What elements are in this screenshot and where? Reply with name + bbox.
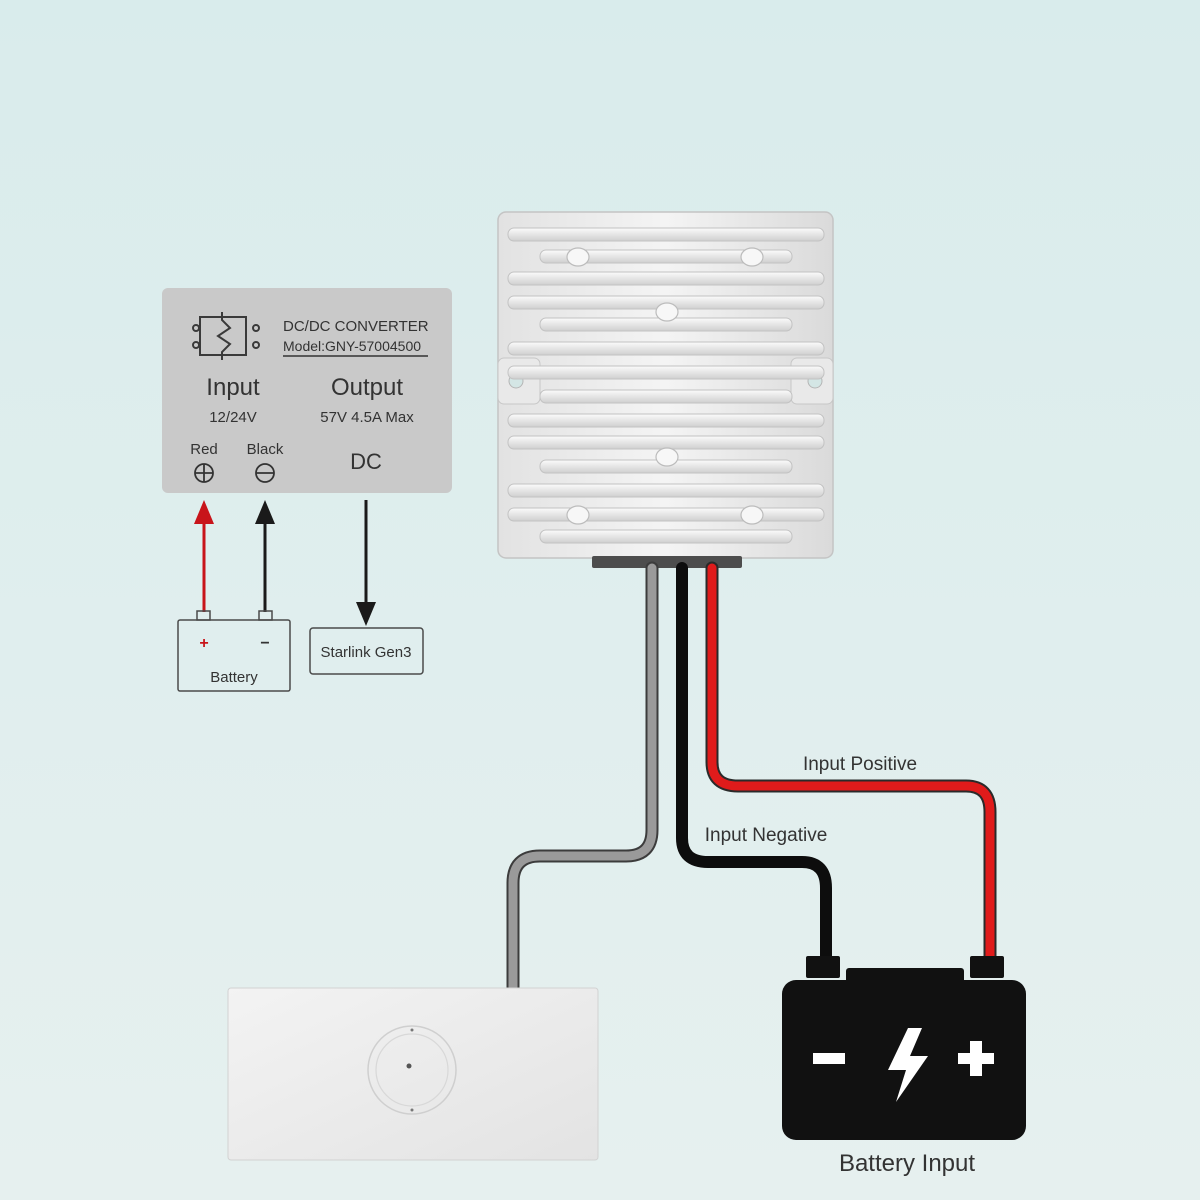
converter-body bbox=[497, 211, 834, 559]
mini-battery-label: Battery bbox=[210, 669, 258, 686]
negative-cable bbox=[676, 562, 832, 964]
dish-top-dot bbox=[410, 1028, 414, 1032]
minus-terminal-icon bbox=[255, 463, 275, 483]
output-heading: Output bbox=[331, 374, 403, 401]
starlink-box bbox=[309, 627, 424, 675]
mini-battery-box bbox=[177, 619, 291, 692]
cooling-fin bbox=[507, 271, 825, 286]
cooling-fin bbox=[539, 249, 793, 264]
mini-battery-terminal-minus bbox=[258, 610, 273, 621]
battery bbox=[782, 956, 1026, 1140]
cooling-fin bbox=[539, 529, 793, 544]
battery-negative-terminal bbox=[806, 956, 840, 978]
battery-input-label: Battery Input bbox=[839, 1150, 975, 1177]
black-label: Black bbox=[247, 441, 284, 458]
converter-model: Model:GNY-57004500 bbox=[283, 338, 421, 354]
mini-battery-minus: − bbox=[260, 635, 269, 652]
lightning-bolt-icon bbox=[888, 1028, 928, 1102]
dish-outer-ring bbox=[367, 1025, 457, 1115]
converter-unit bbox=[497, 211, 834, 568]
dish-inner-ring bbox=[375, 1033, 449, 1107]
input-heading: Input bbox=[206, 374, 260, 401]
red-arrow-head-icon bbox=[194, 500, 214, 524]
cooling-fin bbox=[539, 389, 793, 404]
mini-battery-plus: + bbox=[199, 635, 208, 652]
mini-wiring-diagram: + − Battery Starlink Gen3 bbox=[177, 500, 424, 692]
dish-body bbox=[227, 987, 599, 1161]
cooling-fin bbox=[507, 507, 825, 522]
starlink-dish bbox=[227, 987, 599, 1161]
positive-cable bbox=[707, 563, 995, 963]
screw-heads bbox=[566, 247, 764, 525]
label-panel: DC/DC CONVERTER Model:GNY-57004500 Input… bbox=[162, 288, 452, 493]
starlink-label: Starlink Gen3 bbox=[321, 644, 412, 661]
cables bbox=[506, 561, 997, 997]
cooling-fin bbox=[507, 227, 825, 242]
mini-battery-terminal-plus bbox=[196, 610, 211, 621]
dish-bottom-dot bbox=[410, 1108, 414, 1112]
input-positive-label: Input Positive bbox=[803, 754, 917, 775]
input-negative-label: Input Negative bbox=[705, 825, 828, 846]
input-voltage: 12/24V bbox=[209, 409, 257, 426]
dc-label: DC bbox=[350, 449, 382, 474]
battery-positive-terminal bbox=[970, 956, 1004, 978]
dish-center-dot bbox=[406, 1063, 412, 1069]
output-arrow-head-icon bbox=[356, 602, 376, 626]
output-cable bbox=[508, 563, 657, 995]
cable-gland bbox=[592, 556, 742, 568]
red-label: Red bbox=[190, 441, 218, 458]
black-arrow-head-icon bbox=[255, 500, 275, 524]
plus-terminal-icon bbox=[194, 463, 214, 483]
battery-plus-icon bbox=[958, 1041, 994, 1076]
output-rating: 57V 4.5A Max bbox=[320, 409, 414, 426]
label-panel-background bbox=[162, 288, 452, 493]
cooling-fin bbox=[507, 483, 825, 498]
cooling-fins bbox=[507, 227, 825, 544]
cooling-fin bbox=[507, 435, 825, 450]
converter-title: DC/DC CONVERTER bbox=[283, 318, 429, 335]
cooling-fin bbox=[507, 413, 825, 428]
battery-minus-icon bbox=[813, 1053, 845, 1064]
cooling-fin bbox=[507, 341, 825, 356]
regulator-symbol-icon bbox=[192, 312, 260, 360]
cooling-fin bbox=[507, 365, 825, 380]
